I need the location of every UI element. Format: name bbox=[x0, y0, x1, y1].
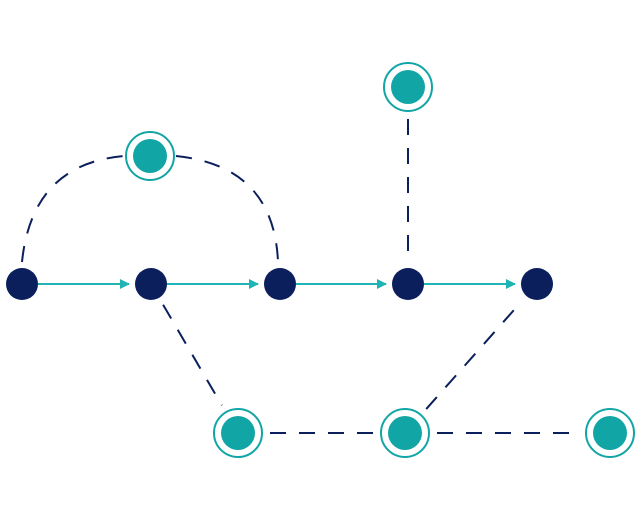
side-node-s_top_arc bbox=[125, 131, 175, 181]
side-node-s_bottom_right bbox=[585, 408, 635, 458]
side-node-core bbox=[133, 139, 167, 173]
side-node-s_top_right bbox=[383, 62, 433, 112]
side-node-s_bottom_mid bbox=[380, 408, 430, 458]
dashed-links-layer bbox=[21, 119, 578, 434]
main-node-n1 bbox=[6, 268, 38, 300]
side-node-s_bottom_left bbox=[213, 408, 263, 458]
main-node-n5 bbox=[521, 268, 553, 300]
dashed-link-s_top_arc-n3 bbox=[175, 155, 279, 263]
nodes-layer bbox=[6, 62, 635, 458]
side-node-core bbox=[391, 70, 425, 104]
side-node-core bbox=[388, 416, 422, 450]
main-node-n3 bbox=[264, 268, 296, 300]
side-node-core bbox=[221, 416, 255, 450]
main-node-n4 bbox=[392, 268, 424, 300]
dashed-link-s_bottom_mid-n5 bbox=[425, 301, 522, 410]
main-node-n2 bbox=[135, 268, 167, 300]
dashed-link-n1-s_top_arc bbox=[21, 155, 125, 263]
side-node-core bbox=[593, 416, 627, 450]
dashed-link-n2-s_bottom_left bbox=[162, 304, 223, 406]
